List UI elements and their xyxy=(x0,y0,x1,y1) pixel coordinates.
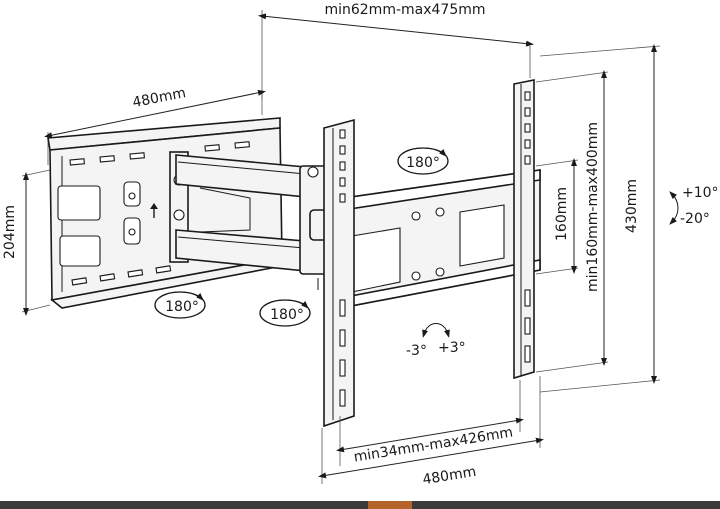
bracket-height-label: 430mm xyxy=(624,179,640,233)
tilt-down-label: -20° xyxy=(680,211,710,227)
left-arm-rotation-label: 180° xyxy=(165,299,199,315)
tilt-indicator: +10° -20° xyxy=(669,185,719,227)
bracket-height-dimension: 430mm xyxy=(539,44,661,393)
tv-bracket xyxy=(323,79,541,428)
wall-plate-height-dimension: 204mm xyxy=(2,169,51,316)
tilt-arrow-icon xyxy=(669,191,679,225)
slot-height-dimension: 160mm xyxy=(535,158,579,275)
right-rail-holes xyxy=(524,91,531,363)
tilt-up-label: +10° xyxy=(682,185,719,201)
vesa-horizontal-dimension: min34mm-max426mm xyxy=(336,380,524,466)
wall-plate-height-label: 204mm xyxy=(2,205,18,259)
left-rail-holes xyxy=(339,129,346,407)
head-rotation-label: 180° xyxy=(406,155,440,171)
wall-plate-width-label: 480mm xyxy=(131,85,187,111)
bracket-width-label: 480mm xyxy=(421,464,477,488)
up-arrow-icon xyxy=(150,203,158,218)
bottom-border-bar xyxy=(0,501,720,509)
wall-plate xyxy=(47,117,283,309)
vesa-vertical-dimension: min160mm-max400mm xyxy=(535,70,609,373)
vesa-vertical-label: min160mm-max400mm xyxy=(585,122,601,292)
wall-plate-bottom-slots xyxy=(71,265,172,286)
wall-plate-top-slots xyxy=(69,141,250,166)
top-span-label: min62mm-max475mm xyxy=(324,2,485,18)
vesa-horizontal-label: min34mm-max426mm xyxy=(353,425,515,466)
level-adjust-indicator: -3° +3° xyxy=(406,323,466,359)
level-minus-label: -3° xyxy=(406,343,427,359)
left-arm-rotation-badge: 180° xyxy=(154,291,206,319)
mid-arm-rotation-label: 180° xyxy=(270,307,304,323)
curved-arrow-icon xyxy=(422,323,450,338)
mid-arm-rotation-badge: 180° xyxy=(259,299,311,327)
bottom-accent-strip xyxy=(368,501,412,509)
head-rotation-badge: 180° xyxy=(397,147,449,175)
curved-arrow-icon xyxy=(158,291,204,301)
level-plus-label: +3° xyxy=(438,340,466,356)
curved-arrow-icon xyxy=(401,147,447,157)
top-span-dimension: min62mm-max475mm xyxy=(258,2,534,100)
curved-arrow-icon xyxy=(263,299,309,309)
slot-height-label: 160mm xyxy=(554,187,570,241)
